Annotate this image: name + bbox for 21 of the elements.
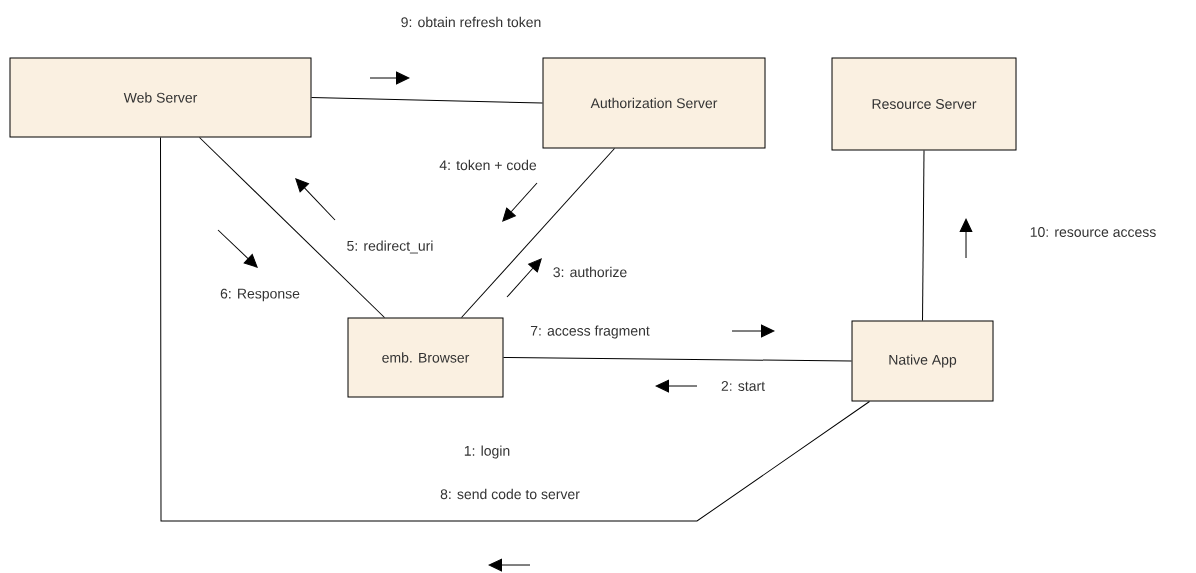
link-line xyxy=(160,137,870,522)
message-label: 8: send code to server xyxy=(440,488,580,500)
link-line xyxy=(199,137,385,318)
message-label: 4: token + code xyxy=(439,159,537,171)
link-line xyxy=(311,97,543,104)
message-label: 9: obtain refresh token xyxy=(401,16,541,28)
message-label: 5: redirect_uri xyxy=(347,240,433,254)
link-line xyxy=(461,148,615,318)
class-box: emb. Browser xyxy=(347,317,504,398)
link-line xyxy=(503,357,852,362)
class-box: Web Server xyxy=(9,57,312,138)
class-box: Resource Server xyxy=(831,57,1017,151)
class-box: Native App xyxy=(851,320,994,402)
message-label: 3: authorize xyxy=(553,266,627,278)
class-box: Authorization Server xyxy=(542,57,766,149)
message-label: 7: access fragment xyxy=(530,325,650,339)
link-line xyxy=(922,150,925,321)
message-label: 1: login xyxy=(464,445,510,459)
message-label: 10: resource access xyxy=(1030,227,1156,237)
message-label: 6: Response xyxy=(220,288,300,302)
message-label: 2: start xyxy=(721,381,765,391)
